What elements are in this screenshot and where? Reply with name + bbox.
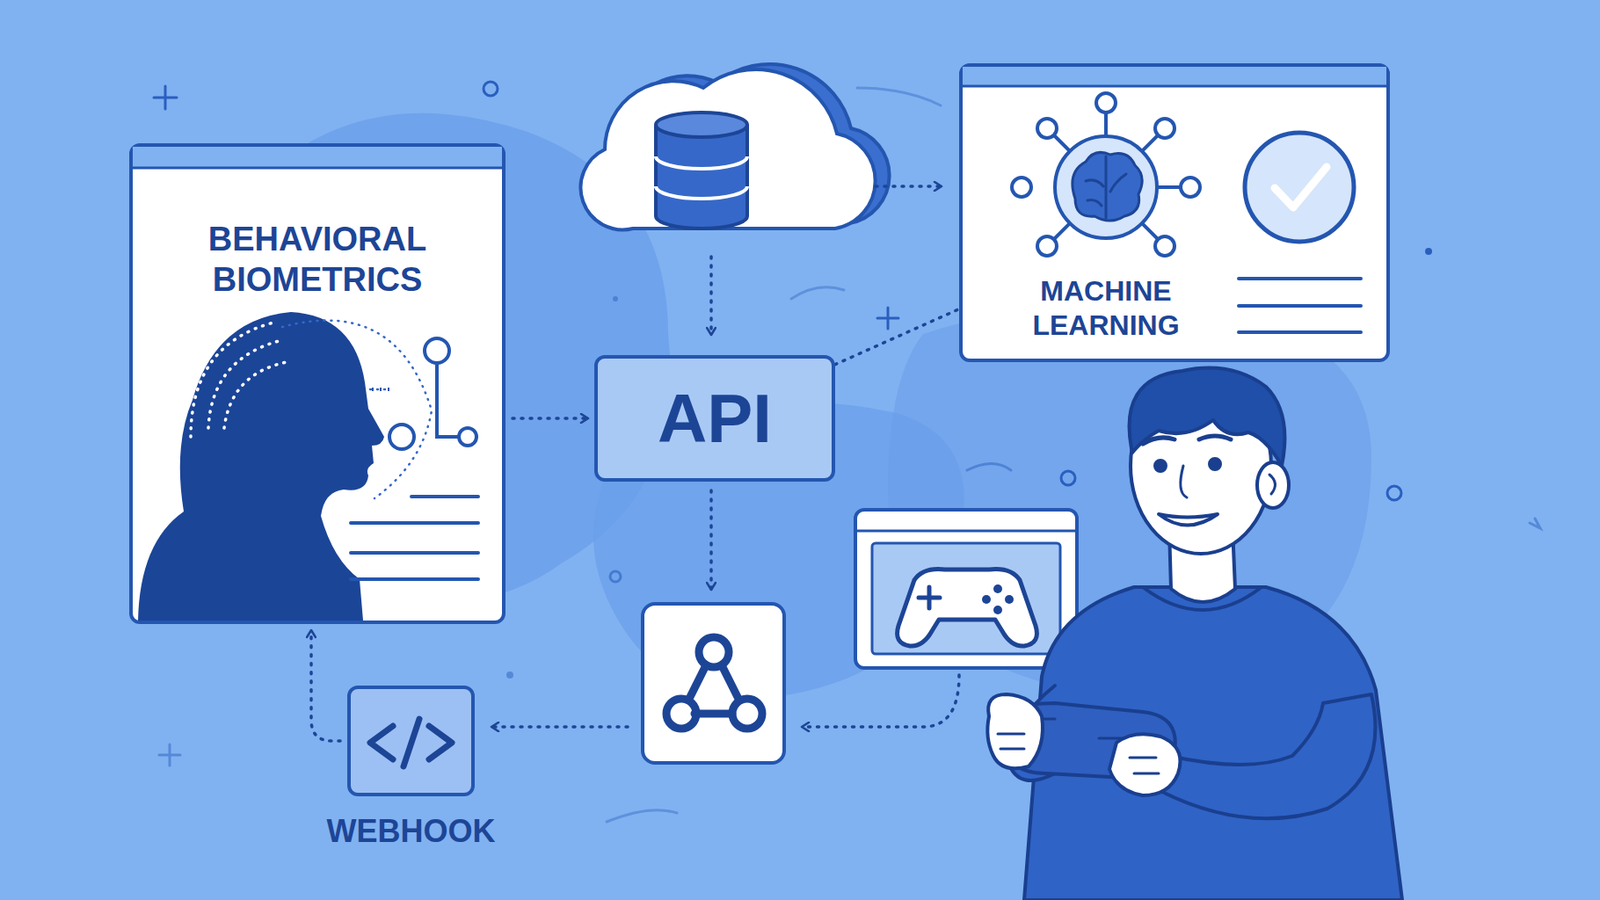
dotted-connector [512,416,588,421]
node-artwork [132,146,502,621]
machine-learning-card: MACHINE LEARNING [959,63,1390,363]
dotted-connector [311,631,341,742]
api-box: API [594,355,836,482]
node-label: BEHAVIORAL BIOMETRICS [164,218,471,301]
webhook-box: WEBHOOK [347,685,475,797]
node-label: MACHINE LEARNING [1015,274,1197,343]
node-label: API [657,384,772,453]
node-label: WEBHOOK [327,812,496,851]
node-artwork [350,689,472,793]
biometrics-card: BEHAVIORAL BIOMETRICS [129,143,506,625]
